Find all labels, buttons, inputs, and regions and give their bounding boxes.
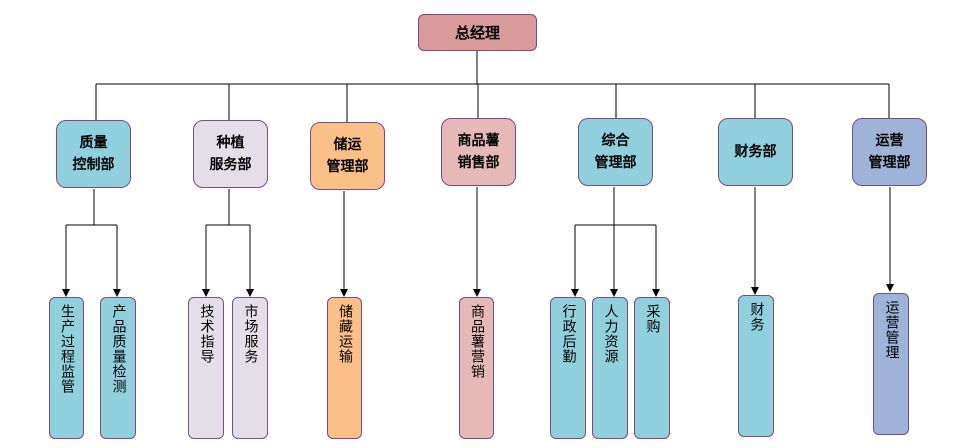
unit-market-service: 市场服务	[232, 297, 268, 439]
unit-technical-guidance: 技术指导	[188, 297, 224, 439]
unit-label: 商品薯营销	[469, 304, 485, 379]
unit-label: 采购	[644, 304, 661, 334]
dept-storage-transport: 储运 管理部	[310, 122, 385, 190]
dept-label: 质量 控制部	[72, 135, 115, 173]
unit-label: 行政后勤	[560, 304, 577, 364]
unit-label: 技术指导	[198, 304, 215, 364]
unit-storage-transport: 储藏运输	[327, 297, 362, 439]
unit-label: 人力资源	[602, 304, 619, 364]
root-general-manager: 总经理	[418, 14, 537, 51]
dept-potato-sales: 商品薯 销售部	[441, 118, 516, 186]
unit-potato-marketing: 商品薯营销	[459, 297, 494, 439]
dept-planting-service: 种植 服务部	[193, 120, 268, 188]
dept-general-management: 综合 管理部	[578, 118, 653, 186]
dept-quality-control: 质量 控制部	[56, 120, 131, 188]
unit-label: 储藏运输	[337, 304, 353, 364]
dept-label: 综合 管理部	[594, 133, 637, 171]
unit-label: 市场服务	[242, 304, 259, 364]
root-label: 总经理	[454, 23, 500, 42]
unit-label: 运营管理	[883, 300, 900, 360]
unit-label: 产品质量检测	[110, 304, 127, 394]
unit-quality-testing: 产品质量检测	[100, 297, 136, 439]
dept-label: 商品薯 销售部	[457, 133, 500, 171]
unit-label: 财务	[748, 302, 765, 332]
dept-label: 财务部	[734, 144, 777, 160]
unit-finance: 财务	[738, 295, 774, 437]
dept-label: 运营 管理部	[868, 133, 911, 171]
dept-label: 储运 管理部	[326, 137, 369, 175]
unit-human-resources: 人力资源	[592, 297, 628, 439]
unit-operations-management: 运营管理	[873, 293, 909, 435]
unit-production-supervision: 生产过程监管	[49, 297, 84, 439]
unit-admin-logistics: 行政后勤	[550, 297, 586, 439]
unit-procurement: 采购	[634, 297, 670, 439]
unit-label: 生产过程监管	[59, 304, 75, 394]
dept-finance: 财务部	[718, 118, 793, 186]
dept-label: 种植 服务部	[209, 135, 252, 173]
dept-operations: 运营 管理部	[852, 118, 927, 186]
